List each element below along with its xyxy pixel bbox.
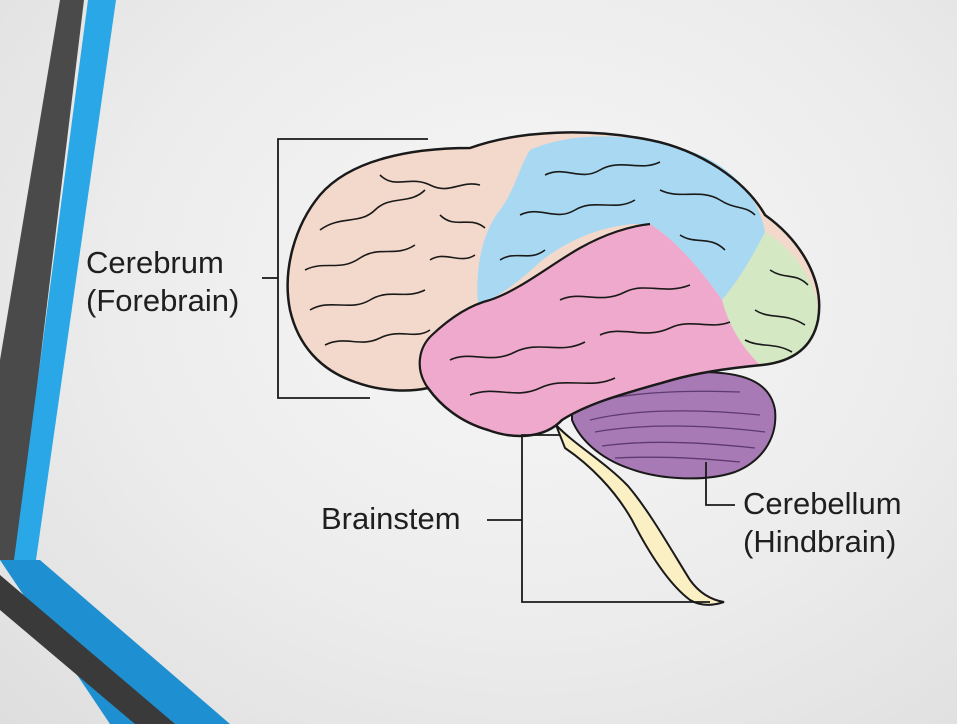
cerebrum-label-line1: Cerebrum	[86, 244, 239, 282]
brainstem-label: Brainstem	[321, 500, 461, 538]
brainstem-label-line1: Brainstem	[321, 500, 461, 538]
cerebellum-label-line1: Cerebellum	[743, 485, 902, 523]
decorative-accent-bars	[0, 0, 230, 724]
cerebellum-label-line2: (Hindbrain)	[743, 523, 902, 561]
cerebellum-label: Cerebellum (Hindbrain)	[743, 485, 902, 561]
cerebrum-label-line2: (Forebrain)	[86, 282, 239, 320]
cerebrum-label: Cerebrum (Forebrain)	[86, 244, 239, 320]
